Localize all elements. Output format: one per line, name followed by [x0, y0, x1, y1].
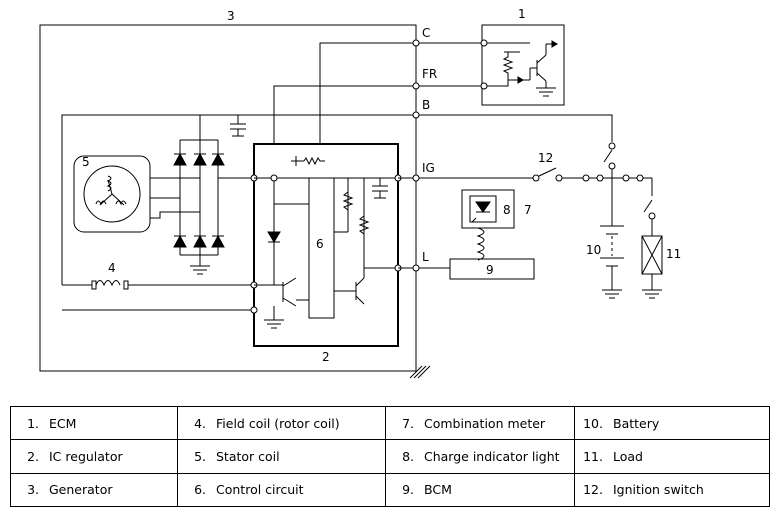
legend-number: 2.: [27, 448, 39, 464]
wire-ig: [398, 149, 652, 226]
ecm-internal-circuit: [502, 40, 558, 97]
wire-c: [319, 39, 530, 144]
label-field-coil: 4: [108, 261, 116, 275]
generator-ground-symbol: [409, 365, 431, 379]
ic-regulator-internals: [254, 156, 402, 329]
label-ignition-switch: 12: [538, 151, 553, 165]
terminal-fr-label: FR: [422, 67, 437, 81]
legend-number: 8.: [402, 448, 414, 464]
legend-number: 3.: [27, 482, 39, 498]
legend-number: 6.: [194, 482, 206, 498]
label-charge-indicator-light: 8: [503, 203, 511, 217]
legend-row: 2. IC regulator 5. Stator coil 8. Charge in…: [10, 439, 770, 474]
label-ecm: 1: [518, 7, 526, 21]
legend-cell: 12. Ignition switch: [574, 472, 770, 508]
rectifier-diodes: [150, 115, 258, 275]
legend-text: Field coil (rotor coil): [216, 415, 340, 431]
wire-l: [398, 264, 450, 272]
terminal-ig-label: IG: [422, 161, 435, 175]
label-load: 11: [666, 247, 681, 261]
legend-cell: 5. Stator coil: [177, 439, 386, 474]
legend-number: 12.: [583, 482, 603, 498]
legend-cell: 9. BCM: [385, 472, 575, 508]
battery: [600, 225, 624, 299]
generator-box: [39, 24, 417, 372]
legend-cell: 7. Combination meter: [385, 405, 575, 441]
legend-text: Load: [613, 448, 643, 464]
legend-text: IC regulator: [49, 448, 123, 464]
control-circuit-box: [308, 177, 335, 319]
label-combination-meter: 7: [524, 203, 532, 217]
label-stator-coil: 5: [82, 155, 90, 169]
legend-cell: 4. Field coil (rotor coil): [177, 405, 386, 441]
label-generator: 3: [227, 9, 235, 23]
legend-row: 3. Generator 6. Control circuit 9. BCM 12. I…: [10, 472, 770, 508]
legend-cell: 2. IC regulator: [10, 439, 178, 474]
legend-text: Control circuit: [216, 482, 304, 498]
legend-text: BCM: [424, 482, 452, 498]
legend-text: ECM: [49, 415, 77, 431]
terminal-l-label: L: [422, 250, 429, 264]
field-coil: [62, 280, 258, 290]
terminal-c-label: C: [422, 26, 430, 40]
legend-table: 1. ECM 4. Field coil (rotor coil) 7. Combin…: [10, 405, 770, 508]
legend-number: 9.: [402, 482, 414, 498]
label-control-circuit: 6: [316, 237, 324, 251]
legend-text: Charge indicator light: [424, 448, 560, 464]
legend-number: 5.: [194, 448, 206, 464]
legend-cell: 8. Charge indicator light: [385, 439, 575, 474]
legend-number: 4.: [194, 415, 206, 431]
wiring-diagram: 3 2 6 1 C FR B IG L: [39, 7, 681, 379]
legend-text: Battery: [613, 415, 660, 431]
legend-row: 1. ECM 4. Field coil (rotor coil) 7. Combin…: [10, 405, 770, 441]
stator-coil: [73, 155, 151, 233]
label-bcm: 9: [486, 263, 494, 277]
legend-number: 10.: [583, 415, 603, 431]
wire-b: [61, 111, 616, 285]
combination-meter: [461, 189, 515, 261]
bcm-box: [449, 258, 535, 280]
wire-fr: [273, 80, 509, 144]
legend-text: Stator coil: [216, 448, 280, 464]
label-battery: 10: [586, 243, 601, 257]
label-ic-regulator: 2: [322, 350, 330, 364]
ic-regulator-box: [253, 143, 399, 347]
load: [641, 178, 663, 299]
legend-cell: 1. ECM: [10, 405, 178, 441]
legend-text: Ignition switch: [613, 482, 704, 498]
legend-text: Generator: [49, 482, 113, 498]
legend-cell: 10. Battery: [574, 405, 770, 441]
legend-number: 11.: [583, 448, 603, 464]
legend-text: Combination meter: [424, 415, 546, 431]
legend-cell: 3. Generator: [10, 472, 178, 508]
legend-number: 1.: [27, 415, 39, 431]
legend-cell: 6. Control circuit: [177, 472, 386, 508]
legend-number: 7.: [402, 415, 414, 431]
legend-cell: 11. Load: [574, 439, 770, 474]
terminal-b-label: B: [422, 98, 430, 112]
ecm-box: [481, 24, 565, 106]
